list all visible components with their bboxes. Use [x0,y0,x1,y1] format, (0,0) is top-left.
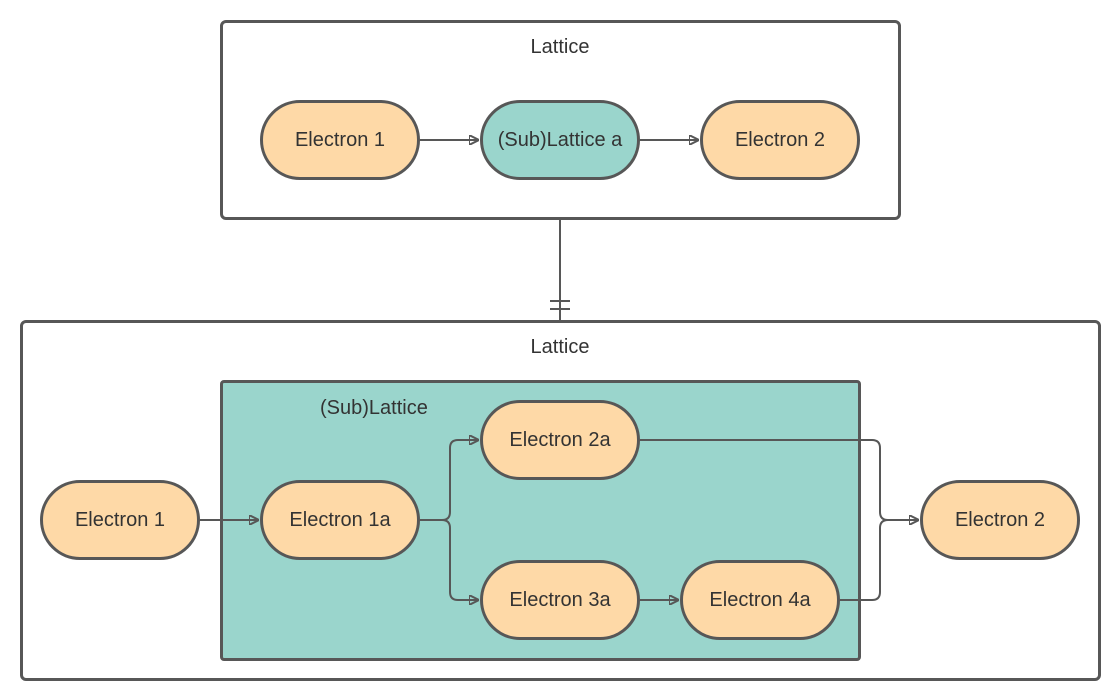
bottom-electron-2-node[interactable]: Electron 2 [920,480,1080,560]
electron-3a-label: Electron 3a [509,588,611,611]
electron-4a-label: Electron 4a [709,588,811,611]
top-electron-2-label: Electron 2 [734,128,826,151]
top-electron-1-label: Electron 1 [294,128,386,151]
top-sublattice-a-label: (Sub)Lattice a [497,128,623,151]
electron-1a-label: Electron 1a [289,508,391,531]
electron-3a-node[interactable]: Electron 3a [480,560,640,640]
bottom-electron-2-label: Electron 2 [954,508,1046,531]
electron-2a-node[interactable]: Electron 2a [480,400,640,480]
bottom-electron-1-label: Electron 1 [74,508,166,531]
electron-1a-node[interactable]: Electron 1a [260,480,420,560]
top-electron-1-node[interactable]: Electron 1 [260,100,420,180]
sublattice-title: (Sub)Lattice [320,397,428,419]
bottom-lattice-title: Lattice [530,336,590,358]
top-sublattice-a-node[interactable]: (Sub)Lattice a [480,100,640,180]
electron-4a-node[interactable]: Electron 4a [680,560,840,640]
bottom-electron-1-node[interactable]: Electron 1 [40,480,200,560]
top-lattice-title: Lattice [530,36,590,58]
top-electron-2-node[interactable]: Electron 2 [700,100,860,180]
electron-2a-label: Electron 2a [509,428,611,451]
